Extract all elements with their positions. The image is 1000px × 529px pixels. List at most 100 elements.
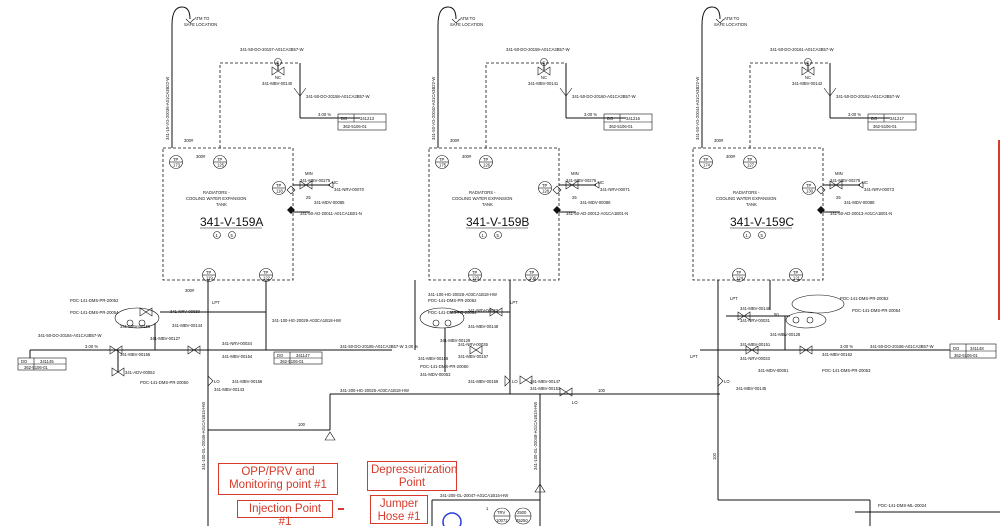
mbv-tag: 341-MBV-00278 (830, 178, 861, 183)
ad-line-tag: 341-50-AD-20013-A01CA1B01-N (830, 211, 892, 216)
ad-line-tag: 341-50-AD-20012-A01CA1B01-N (566, 211, 628, 216)
lpt-b: LPT (510, 300, 518, 305)
annotation-injection: Injection Point #1 (237, 500, 333, 528)
size-25: 25 (836, 195, 841, 200)
poc-a2: POC-141-DMS-PR-20054 (70, 310, 119, 315)
vent-line-tag: 341-50-DO-20157-A01CA3B57-W (240, 47, 304, 52)
tank-boundary (428, 147, 560, 281)
tp-top-left-num: 174 (703, 163, 711, 168)
vent-valve-tag: 341-MBV-00140 (262, 81, 293, 86)
vent-vertical-line: 341-50-VG-20040-A01CA3B22-W (431, 77, 436, 140)
lpt-c: LPT (730, 296, 738, 301)
tp-bottom-right-text: TP (263, 270, 269, 275)
vent-valve-tag: 341-MBV-00141 (528, 81, 559, 86)
do-label-a: DO (21, 359, 28, 364)
valve-cluster-c (717, 294, 845, 387)
nc-circle-num: 2 (277, 60, 280, 65)
tank-desc-1: RADIATORS - (469, 190, 496, 195)
tank-desc-3: TANK (746, 202, 757, 207)
vert-a: 341-100-GL-20046-A01CA1B15-HW (201, 402, 206, 470)
poc-b1: POC-141-DMS-PR-20062 (428, 298, 477, 303)
min-label: MIN (571, 171, 579, 176)
mbv-tag: 341-MBV-00276 (566, 178, 597, 183)
tp-bottom-left-num: 119 (206, 276, 213, 281)
tp-top-right-num: 127 (747, 163, 755, 168)
vent-line-tag: 341-50-DO-20159-A01CA3B57-W (506, 47, 570, 52)
annotation-injection-text: Injection Point #1 (248, 503, 322, 528)
lpt-a: LPT (212, 300, 220, 305)
tp-top-right-text: TP (217, 157, 223, 162)
min-label: MIN (305, 171, 313, 176)
ad-line-tag: 341-50-AD-20011-A01CA1B01-N (300, 211, 362, 216)
mbv-a1: 341-MBV-00144 (172, 323, 203, 328)
nrv-tag: 341-NRV-00071 (600, 187, 631, 192)
hg-line-bottom: 341-200-HG-20025-A03CA1B18-HW (340, 388, 409, 393)
tp-top-right-text: TP (483, 157, 489, 162)
poc-c1: POC-141-DMS-PR-20052 (840, 296, 889, 301)
tp-side-num: 118 (276, 189, 283, 194)
nrv-b2: 341-NRV-00035 (458, 342, 489, 347)
num-100-b: 100 (598, 388, 606, 393)
atm-label-1: ATM TO (460, 16, 476, 21)
trv-size2: 25250 (516, 518, 528, 523)
trv-num: 10072 (496, 518, 508, 523)
tp-side-num: 128 (542, 189, 550, 194)
hg-line-b: 341-100-HG-20028-A03CA1B18-HW (428, 292, 497, 297)
tank-module-341-v-159a: RADIATORS -COOLING WATER EXPANSIONTANK34… (162, 6, 387, 282)
lo-b2: LO (572, 400, 578, 405)
nc-label: NC (275, 75, 281, 80)
mdv-tag: 341-MDV-00086 (580, 200, 611, 205)
nrv-c2: 341-NRV-00033 (740, 356, 771, 361)
poc-c2: POC-141-DMS-PR-20054 (852, 308, 901, 313)
tank-boundary (692, 147, 824, 281)
mbv-b3: 341-MBV-00129 (440, 338, 471, 343)
tp-top-right-num: 125 (217, 163, 225, 168)
atm-label-1: ATM TO (724, 16, 740, 21)
tank-desc-2: COOLING WATER EXPANSION (716, 196, 776, 201)
blue-marker (442, 512, 462, 526)
mbv-a2: 341-MBV-00155 (120, 324, 151, 329)
mbv-a6: 341-MBV-00143 (214, 387, 245, 392)
size-a-bot: 300# (185, 288, 195, 293)
tp-bottom-right-num: 122 (263, 276, 271, 281)
mbv-c3: 341-MBV-00151 (740, 342, 771, 347)
tp-top-right-text: TP (747, 157, 753, 162)
size-300-top: 300# (450, 138, 460, 143)
slope-a2: 3.00 % (405, 344, 418, 349)
mbv-c1: 341-MBV-00146 (740, 306, 771, 311)
tp-top-right-num: 126 (483, 163, 491, 168)
tank-id: 341-V-159B (466, 215, 529, 229)
do-ref-a2: 341147 (296, 353, 310, 358)
mbv-a4: 341-MBV-00154 (222, 354, 253, 359)
do-label: DO (871, 116, 878, 121)
lo-c: LO (724, 379, 730, 384)
annotation-edge-marker (998, 140, 1000, 320)
drain-line-tag: 341-50-DO-20160-A01CA3B57-W (572, 94, 636, 99)
valve-cluster-a (109, 307, 201, 377)
adv-a: 341-ADV-00052 (125, 370, 155, 375)
tank-module-341-v-159c: RADIATORS -COOLING WATER EXPANSIONTANK34… (692, 6, 917, 282)
annotation-jumper: Jumper Hose #1 (370, 495, 428, 524)
do-sheet-c: 362-5106-01 (954, 353, 978, 358)
tp-top-left-text: TP (439, 157, 445, 162)
do-ref-a: 341145 (40, 359, 54, 364)
atm-label-2: SAFE LOCATION (450, 22, 483, 27)
size-300-inner: 300# (196, 154, 206, 159)
uc-label: UC (862, 180, 868, 185)
vent-valve-tag: 341-MBV-00142 (792, 81, 823, 86)
mbv-c5: 341-MBV-00145 (736, 386, 767, 391)
lpt-c2: LPT (690, 354, 698, 359)
poc-c3: POC-141-DMS-PR-20053 (822, 368, 871, 373)
trv-tag: TRV 10072 2500 25250 1 (486, 506, 532, 525)
do-ref: 341217 (890, 116, 905, 121)
nc-label: NC (541, 75, 547, 80)
nrv-a2: 341-NRV-00034 (222, 341, 253, 346)
